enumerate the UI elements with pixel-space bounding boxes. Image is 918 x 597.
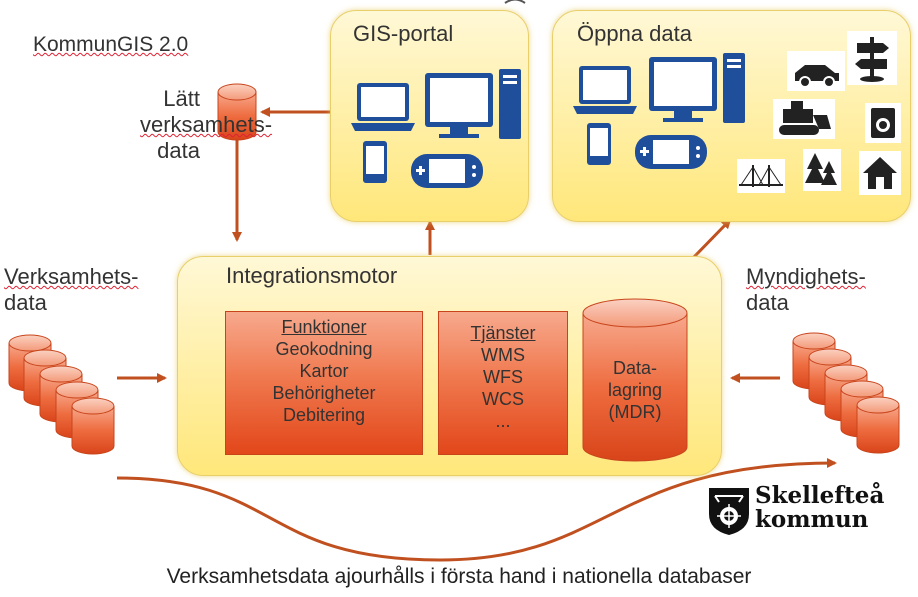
business-data-label: Verksamhets- data <box>4 264 139 316</box>
open-data-icons <box>573 31 901 195</box>
coat-of-arms-icon <box>709 488 749 535</box>
logo-line-2: kommun <box>755 506 869 533</box>
laptop-icon <box>573 66 637 114</box>
storage-label: Data- lagring (MDR) <box>583 357 687 423</box>
car-icon <box>787 51 845 91</box>
diagram-title: KommunGIS 2.0 <box>33 32 188 58</box>
excavator-icon <box>773 99 835 139</box>
storage-line-3: (MDR) <box>608 402 662 422</box>
signpost-icon <box>847 31 897 85</box>
title-text: KommunGIS 2.0 <box>33 33 189 56</box>
monitor-icon <box>649 57 717 122</box>
laptop-icon <box>351 83 415 131</box>
integration-engine-panel: Integrationsmotor Funktioner Geokodning … <box>177 256 722 476</box>
phone-icon <box>363 141 387 183</box>
functions-header: Funktioner <box>281 317 367 337</box>
integration-engine-title: Integrationsmotor <box>226 263 398 288</box>
bridge-icon <box>737 159 785 193</box>
easy-data-label: Lätt verksamhets- data <box>140 86 273 164</box>
phone-icon <box>587 123 611 165</box>
top-fragment <box>504 0 526 4</box>
business-data-line-1: Verksamhets- <box>4 264 139 289</box>
arrows <box>116 107 837 562</box>
authority-data-line-1: Myndighets- <box>746 264 866 289</box>
footer-caption: Verksamhetsdata ajourhålls i första hand… <box>166 565 752 588</box>
house-icon <box>859 151 901 195</box>
storage-line-2: lagring <box>607 380 663 400</box>
authority-data-label: Myndighets- data <box>746 264 866 316</box>
logo-line-1: Skellefteå <box>755 482 885 509</box>
services-header: Tjänster <box>470 323 536 343</box>
services-box: Tjänster WMS WFS WCS ... <box>438 311 568 455</box>
tree-icon <box>803 149 841 191</box>
function-item: Kartor <box>299 361 349 381</box>
database-icon <box>217 83 257 141</box>
easy-data-line-3: data <box>157 138 200 163</box>
gis-portal-devices <box>351 69 521 188</box>
arrow-engine-to-open-data <box>691 218 732 260</box>
monitor-icon <box>425 73 493 138</box>
logo-text: Skellefteå kommun <box>755 484 884 532</box>
easy-data-line-2: verksamhets- <box>140 112 273 137</box>
arrow-curve-bottom <box>116 458 837 562</box>
service-item: WFS <box>483 367 523 387</box>
function-item: Behörigheter <box>272 383 376 403</box>
service-item: ... <box>495 411 511 431</box>
function-item: Debitering <box>282 405 366 425</box>
storage-line-1: Data- <box>612 358 657 378</box>
gamepad-icon <box>635 135 707 169</box>
skelleftea-logo: Skellefteå kommun <box>707 484 884 538</box>
gis-portal-panel: GIS-portal <box>330 10 529 222</box>
open-data-panel: Öppna data <box>552 10 911 222</box>
tower-icon <box>499 69 521 139</box>
open-data-title: Öppna data <box>577 21 692 46</box>
function-item: Geokodning <box>275 339 373 359</box>
service-item: WCS <box>482 389 524 409</box>
gamepad-icon <box>411 154 483 188</box>
easy-data-line-1: Lätt <box>163 86 200 111</box>
gis-portal-title: GIS-portal <box>353 21 454 46</box>
functions-box: Funktioner Geokodning Kartor Behörighete… <box>225 311 423 455</box>
authority-data-line-2: data <box>746 290 789 315</box>
service-item: WMS <box>481 345 525 365</box>
washer-icon <box>865 103 901 143</box>
business-data-line-2: data <box>4 290 47 315</box>
tower-icon <box>723 53 745 123</box>
storage-cylinder <box>582 298 688 462</box>
